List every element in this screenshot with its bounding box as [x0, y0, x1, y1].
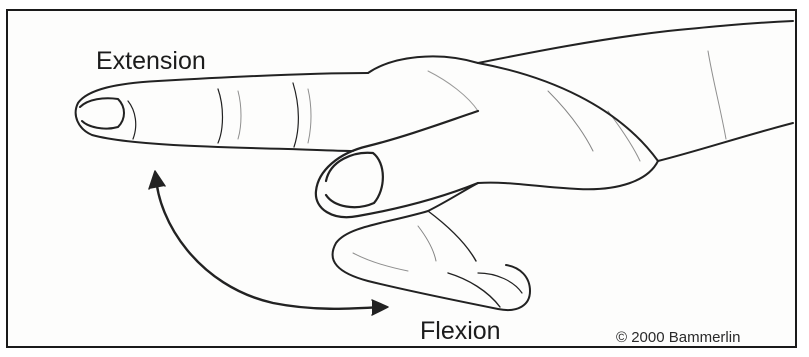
copyright-credit: © 2000 Bammerlin	[616, 329, 740, 346]
hand-outline	[368, 56, 658, 189]
motion-arrow	[149, 171, 388, 315]
figure-frame: Extension Flexion © 2000 Bammerlin	[6, 9, 797, 348]
flexion-label: Flexion	[420, 317, 501, 346]
extension-label: Extension	[96, 47, 206, 76]
thumb	[316, 111, 478, 217]
forearm-outline	[478, 21, 793, 161]
flexed-finger	[333, 183, 530, 310]
extended-finger	[76, 73, 368, 151]
